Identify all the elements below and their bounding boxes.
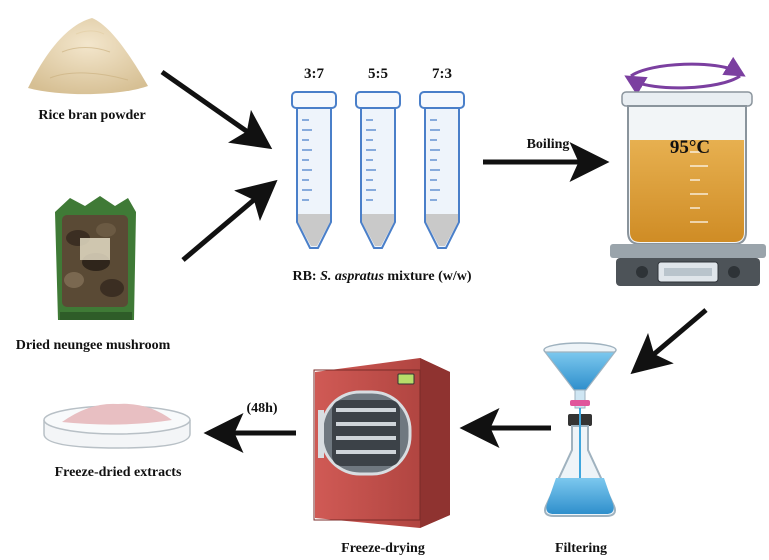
rice-bran-pile-icon <box>28 18 148 95</box>
mushroom-label: Dried neungee mushroom <box>16 338 171 353</box>
temperature-label: 95°C <box>670 137 710 158</box>
freeze-drying-label: Freeze-drying <box>341 541 425 556</box>
boiling-label: Boiling <box>527 137 570 152</box>
funnel-flask-icon <box>543 342 617 517</box>
mixture-label: RB: S. aspratus mixture (w/w) <box>292 269 471 284</box>
centrifuge-tube <box>419 91 465 249</box>
ratio-label: 7:3 <box>432 66 452 82</box>
centrifuge-tube <box>355 91 401 249</box>
arrow-rice-bran-to-tubes <box>160 69 273 150</box>
arrow-mushroom-to-tubes <box>181 179 278 262</box>
ratio-label: 5:5 <box>368 66 388 82</box>
freeze-dryer-icon <box>313 358 450 528</box>
extracts-label: Freeze-dried extracts <box>55 465 182 480</box>
ratio-label: 3:7 <box>304 66 324 82</box>
rice-bran-label: Rice bran powder <box>38 108 145 123</box>
duration-label: (48h) <box>246 401 277 416</box>
arrow-boiling-to-filter <box>630 308 708 375</box>
beaker-hotplate-icon <box>610 56 766 286</box>
centrifuge-tube <box>291 91 337 249</box>
filtering-label: Filtering <box>555 541 607 556</box>
mushroom-bag-icon <box>55 196 136 320</box>
petri-dish-icon <box>43 403 191 449</box>
